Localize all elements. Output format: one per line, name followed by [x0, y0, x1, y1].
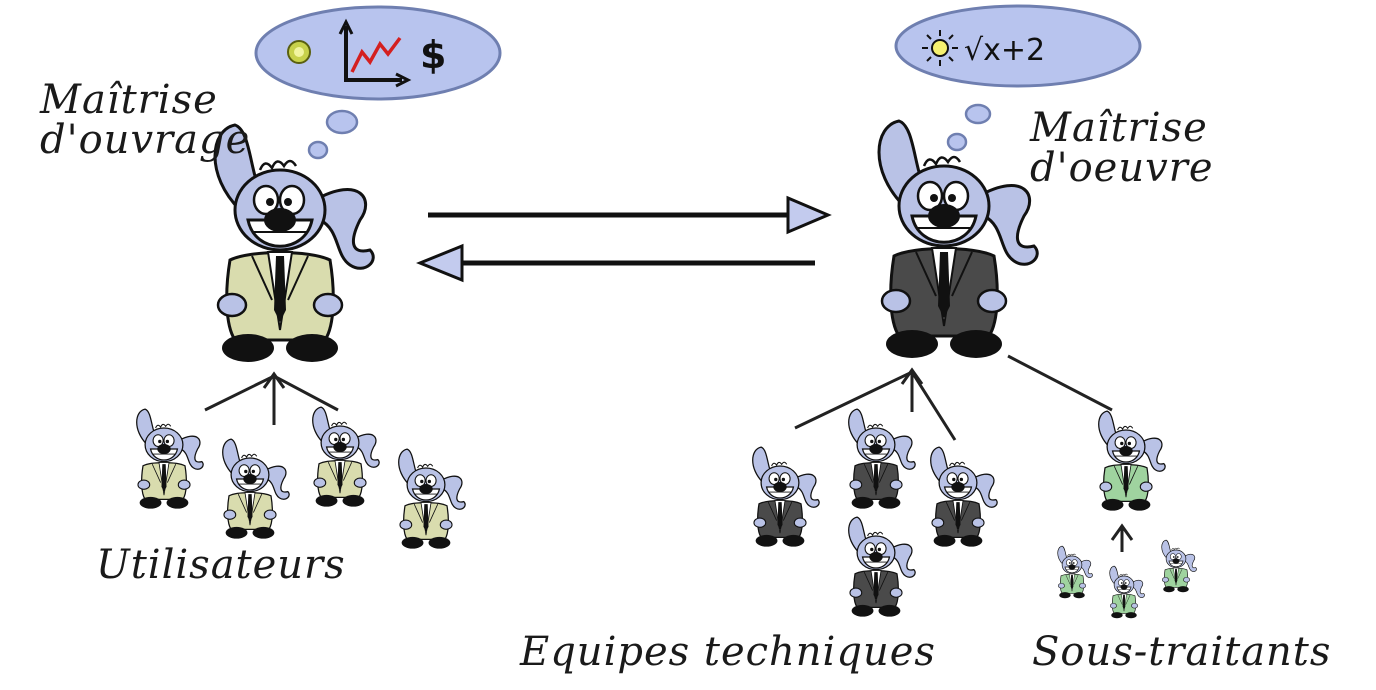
label-maitrise-oeuvre-line1: Maîtrise	[1030, 105, 1208, 151]
label-sous-traitants: Sous-traitants	[1032, 629, 1332, 675]
arrow-to-moa	[416, 243, 815, 283]
tree-lines-left	[204, 371, 339, 425]
dog-equipe-technique	[848, 408, 916, 510]
thought-bubble-right	[894, 4, 1142, 88]
dog-equipe-technique	[752, 446, 820, 548]
label-maitrise-oeuvre-line2: d'oeuvre	[1030, 145, 1214, 191]
label-maitrise-oeuvre: Maîtrise d'oeuvre	[1030, 108, 1214, 188]
label-utilisateurs: Utilisateurs	[96, 542, 346, 588]
thought-dot-right-1	[964, 103, 992, 125]
thought-dot-right-2	[946, 132, 968, 152]
label-equipes-techniques: Equipes techniques	[520, 629, 936, 675]
dog-utilisateur	[136, 408, 204, 510]
growth-chart-icon	[338, 18, 412, 88]
dog-maitrise-oeuvre	[877, 119, 1039, 360]
label-maitrise-ouvrage-line2: d'ouvrage	[40, 117, 251, 163]
label-maitrise-ouvrage-line1: Maîtrise	[40, 77, 218, 123]
arrow-to-moe	[428, 195, 832, 235]
dog-utilisateur	[312, 406, 380, 508]
thought-dot-left-2	[307, 140, 329, 160]
thought-bubble-left	[254, 5, 502, 101]
dog-utilisateur	[222, 438, 290, 540]
formula-text: √x+2	[964, 33, 1046, 68]
dog-equipe-technique	[848, 516, 916, 618]
dog-sous-traitant-small	[1057, 545, 1093, 599]
thought-dot-left-1	[325, 109, 359, 135]
dollar-sign: $	[420, 33, 447, 77]
lightbulb-icon	[922, 30, 958, 66]
dog-sous-traitant	[1098, 410, 1166, 512]
dog-sous-traitant-small	[1109, 565, 1145, 619]
label-maitrise-ouvrage: Maîtrise d'ouvrage	[40, 80, 250, 160]
tree-lines-right	[794, 354, 1134, 552]
lightbulb-icon	[287, 40, 311, 64]
dog-utilisateur	[398, 448, 466, 550]
dog-sous-traitant-small	[1161, 539, 1197, 593]
dog-equipe-technique	[930, 446, 998, 548]
